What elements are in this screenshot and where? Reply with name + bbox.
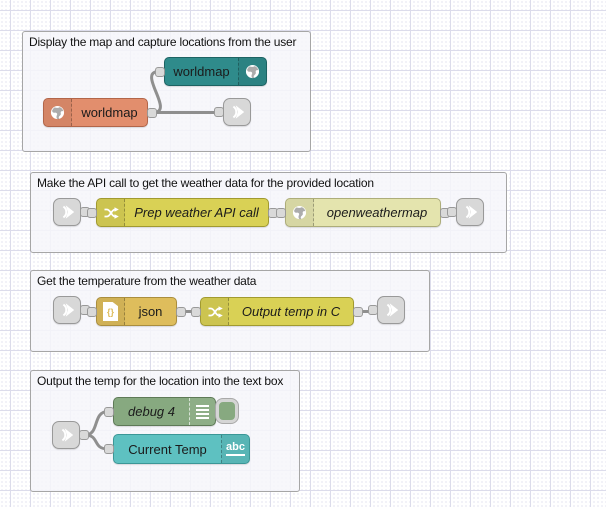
- group-title: Display the map and capture locations fr…: [29, 35, 297, 49]
- node-port-input[interactable]: [214, 107, 224, 117]
- node-label: Prep weather API call: [134, 205, 259, 220]
- group-title: Make the API call to get the weather dat…: [37, 176, 374, 190]
- node-openweathermap[interactable]: openweathermap: [276, 198, 450, 227]
- link-arrow-icon: [57, 426, 75, 444]
- link-arrow-icon: [228, 103, 246, 121]
- debug-enable-toggle[interactable]: [216, 399, 238, 423]
- node-label: debug 4: [128, 404, 175, 419]
- node-worldmap[interactable]: worldmap: [43, 98, 157, 127]
- json-file-icon: {}: [97, 298, 125, 325]
- shuffle-icon: [97, 199, 125, 226]
- node-port-output[interactable]: [147, 107, 157, 118]
- node-json[interactable]: {} json: [87, 297, 186, 326]
- node-label: Current Temp: [128, 441, 207, 457]
- abc-icon: abc: [221, 435, 249, 463]
- node-link-in[interactable]: [52, 421, 89, 449]
- node-port-input[interactable]: [191, 306, 201, 317]
- group-display-map[interactable]: Display the map and capture locations fr…: [22, 31, 311, 152]
- group-title: Output the temp for the location into th…: [37, 374, 284, 388]
- node-port-input[interactable]: [104, 444, 114, 454]
- node-port-input[interactable]: [276, 207, 286, 218]
- node-current-temp[interactable]: Current Temp abc: [104, 434, 250, 464]
- globe-icon: [44, 99, 72, 126]
- node-label: json: [138, 304, 163, 319]
- node-link-in[interactable]: [53, 296, 90, 324]
- node-label: worldmap: [173, 64, 230, 79]
- node-function-output-temp[interactable]: Output temp in C: [191, 297, 363, 326]
- node-label: openweathermap: [326, 205, 428, 220]
- shuffle-icon: [201, 298, 229, 325]
- node-link-out[interactable]: [447, 198, 484, 226]
- link-arrow-icon: [382, 301, 400, 319]
- globe-icon: [286, 199, 314, 226]
- node-port-input[interactable]: [447, 207, 457, 217]
- link-arrow-icon: [58, 301, 76, 319]
- node-worldmap-in[interactable]: worldmap: [155, 57, 267, 86]
- node-link-out[interactable]: [214, 98, 251, 126]
- node-port-input[interactable]: [104, 406, 114, 417]
- link-arrow-icon: [461, 203, 479, 221]
- node-link-out[interactable]: [368, 296, 405, 324]
- node-label: Output temp in C: [241, 304, 341, 319]
- node-port-input[interactable]: [87, 207, 97, 218]
- node-port-input[interactable]: [368, 305, 378, 315]
- node-debug[interactable]: debug 4: [104, 397, 216, 426]
- node-port-output[interactable]: [353, 306, 363, 317]
- node-port-output[interactable]: [79, 430, 89, 440]
- node-label: worldmap: [81, 105, 138, 120]
- node-function-prep-weather[interactable]: Prep weather API call: [87, 198, 278, 227]
- link-arrow-icon: [58, 203, 76, 221]
- group-title: Get the temperature from the weather dat…: [37, 274, 257, 288]
- globe-icon: [238, 58, 266, 85]
- node-port-output[interactable]: [176, 306, 186, 317]
- debug-list-icon: [189, 398, 215, 425]
- node-port-input[interactable]: [87, 306, 97, 317]
- node-port-input[interactable]: [155, 66, 165, 77]
- node-link-in[interactable]: [53, 198, 90, 226]
